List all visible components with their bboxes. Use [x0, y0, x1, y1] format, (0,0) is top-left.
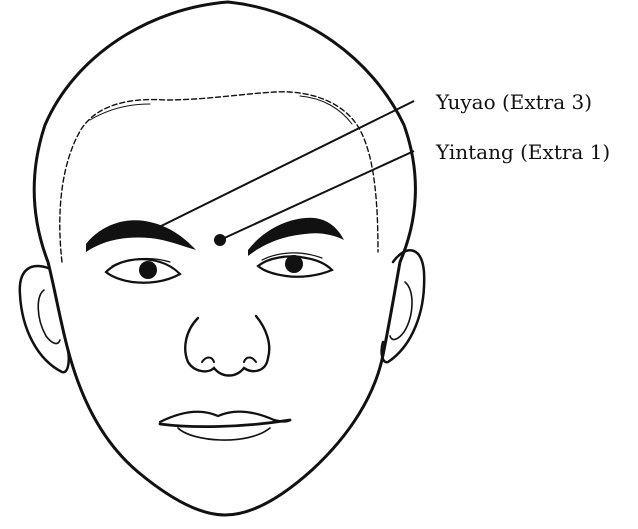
- yintang-point-marker: [214, 234, 226, 246]
- lip-line: [160, 420, 290, 427]
- right-iris: [285, 255, 303, 273]
- hair-strands: [90, 96, 352, 124]
- yuyao-point-marker: [142, 231, 148, 237]
- nostrils: [202, 358, 256, 363]
- lower-lip: [178, 428, 270, 440]
- yuyao-label: Yuyao (Extra 3): [436, 92, 592, 112]
- upper-lip: [160, 412, 290, 422]
- left-eyebrow: [86, 220, 196, 252]
- left-iris: [139, 261, 157, 279]
- nose: [185, 316, 269, 376]
- head-outline: [34, 2, 415, 515]
- yuyao-leader-line: [145, 101, 414, 234]
- right-ear: [382, 250, 425, 362]
- right-eyebrow: [248, 218, 344, 256]
- yintang-label: Yintang (Extra 1): [436, 142, 610, 162]
- right-ear-inner: [390, 282, 412, 339]
